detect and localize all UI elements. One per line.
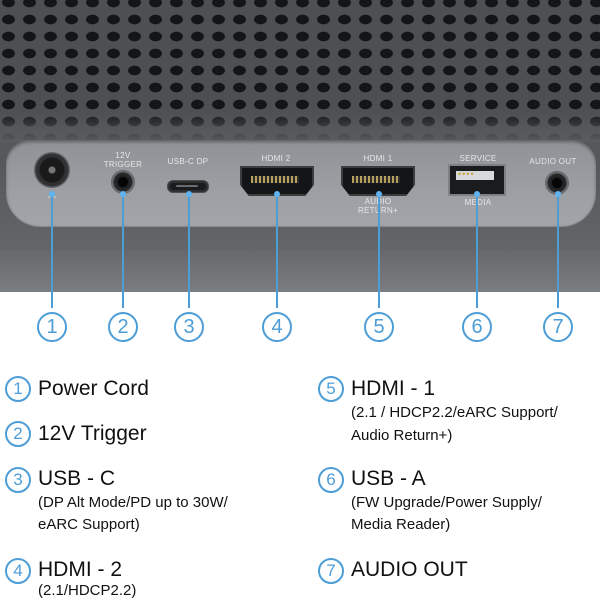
callout-number-7: 7: [543, 312, 573, 342]
callout-number-4: 4: [262, 312, 292, 342]
callout-dot-2: [120, 191, 126, 197]
trigger-port-label: 12V TRIGGER: [98, 151, 148, 169]
legend-sub-6a: (FW Upgrade/Power Supply/: [351, 494, 542, 511]
legend-sub-5a: (2.1 / HDCP2.2/eARC Support/: [351, 404, 558, 421]
legend-number-2: 2: [5, 421, 31, 447]
legend-title-1: Power Cord: [38, 377, 149, 400]
callout-line-6: [476, 194, 478, 308]
usba-port-sublabel: MEDIA: [464, 198, 492, 207]
callout-number-3: 3: [174, 312, 204, 342]
callout-dot-7: [555, 191, 561, 197]
legend-title-5: HDMI - 1: [351, 377, 435, 400]
legend-number-5: 5: [318, 376, 344, 402]
legend-number-1: 1: [5, 376, 31, 402]
callout-number-1: 1: [37, 312, 67, 342]
callout-line-3: [188, 194, 190, 308]
legend-sub-4a: (2.1/HDCP2.2): [38, 582, 137, 599]
callout-dot-5: [376, 191, 382, 197]
legend-title-3: USB - C: [38, 467, 116, 490]
callout-dot-3: [186, 191, 192, 197]
callout-number-2: 2: [108, 312, 138, 342]
hdmi1-port-sublabel-text: AUDIO RETURN+: [358, 197, 398, 215]
audio-port-label: AUDIO OUT: [529, 157, 577, 166]
callout-line-7: [557, 194, 559, 308]
legend-title-4: HDMI - 2: [38, 558, 122, 581]
callout-line-1: [51, 194, 53, 308]
legend-title-2: 12V Trigger: [38, 422, 147, 445]
callout-number-5: 5: [364, 312, 394, 342]
trigger-port: [112, 171, 134, 193]
legend-sub-5b: Audio Return+): [351, 427, 453, 444]
power-port: [34, 152, 70, 188]
usba-port-label: SERVICE: [459, 154, 497, 163]
legend-title-6: USB - A: [351, 467, 426, 490]
legend-number-4: 4: [5, 558, 31, 584]
callout-dot-1: [49, 191, 55, 197]
callout-line-5: [378, 194, 380, 308]
audio-port: [546, 172, 568, 194]
callout-line-4: [276, 194, 278, 308]
callout-dot-6: [474, 191, 480, 197]
projector-rear-illustration: ⎓ 12V TRIGGER USB-C DP HDMI 2 HDMI 1 AUD…: [0, 0, 600, 292]
legend-number-6: 6: [318, 467, 344, 493]
legend-title-7: AUDIO OUT: [351, 558, 468, 581]
device-base: [0, 250, 600, 292]
callout-dot-4: [274, 191, 280, 197]
usbc-port-label: USB-C DP: [167, 157, 209, 166]
legend-sub-3b: eARC Support): [38, 516, 140, 533]
callout-line-2: [122, 194, 124, 308]
hdmi1-port-sublabel: AUDIO RETURN+: [340, 197, 416, 215]
legend-sub-3a: (DP Alt Mode/PD up to 30W/: [38, 494, 228, 511]
legend-number-7: 7: [318, 558, 344, 584]
legend-number-3: 3: [5, 467, 31, 493]
trigger-port-label-text: 12V TRIGGER: [103, 151, 143, 169]
legend-sub-6b: Media Reader): [351, 516, 451, 533]
hdmi1-port-label: HDMI 1: [363, 154, 393, 163]
hdmi2-port-label: HDMI 2: [261, 154, 291, 163]
callout-number-6: 6: [462, 312, 492, 342]
grille-shade: [0, 110, 600, 142]
